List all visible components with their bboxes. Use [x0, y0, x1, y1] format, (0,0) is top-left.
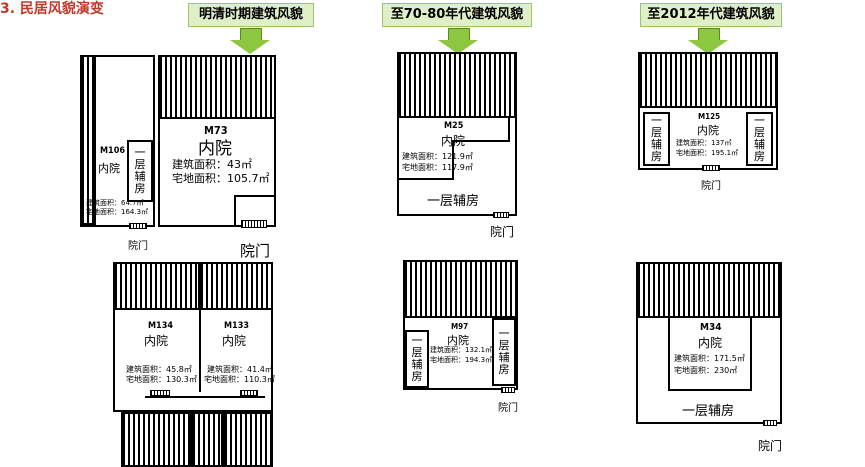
m97-gate-label: 院门: [498, 403, 518, 414]
m73-land-area: 宅地面积：105.7㎡: [172, 172, 270, 185]
lower-roof-1: [121, 412, 191, 467]
m133-land-area: 宅地面积：110.3㎡: [204, 375, 275, 384]
m73-wing-wall: [234, 195, 274, 197]
m106-side-room-label: 一层辅房: [134, 146, 146, 195]
m106-gate-icon: [129, 223, 147, 229]
down-arrow-icon: [688, 28, 728, 54]
m34-courtyard-wall: [750, 318, 752, 391]
m25-gate-label: 院门: [490, 225, 515, 239]
m34-gate-label: 院门: [758, 439, 783, 453]
m34-roof: [636, 262, 782, 318]
m134-floor-area: 建筑面积：45.8㎡: [126, 365, 192, 374]
m106-floor-area: 建筑面积：64.7㎡: [86, 199, 144, 207]
m125-code: M125: [698, 112, 721, 121]
lower-roof-3: [223, 412, 273, 467]
m134-code: M134: [148, 321, 173, 331]
m125-gate-label: 院门: [701, 181, 721, 192]
m134-m133-lane: [145, 396, 265, 398]
lower-roof-2: [191, 412, 223, 467]
m34-gate-icon: [763, 420, 777, 426]
m73-yard-label: 内院: [198, 139, 232, 159]
m34-code: M34: [700, 322, 722, 333]
m97-left-side-room: 一层辅房: [405, 330, 429, 388]
m25-code: M25: [444, 121, 464, 131]
m73-gate-label: 院门: [240, 242, 271, 260]
m25-floor-area: 建筑面积：121.9㎡: [402, 152, 473, 161]
m97-right-side-room: 一层辅房: [492, 318, 516, 386]
m73-floor-area: 建筑面积：43㎡: [172, 158, 252, 171]
m134-land-area: 宅地面积：130.3㎡: [126, 375, 197, 384]
m25-land-area: 宅地面积：117.9㎡: [402, 163, 473, 172]
m125-right-side-room-label: 一层辅房: [754, 114, 765, 163]
m34-side-room-label: 一层辅房: [682, 404, 735, 419]
m73-code: M73: [204, 124, 228, 137]
m106-roof: [80, 55, 96, 225]
m25-yard-label: 内院: [441, 134, 466, 148]
m97-land-area: 宅地面积：194.3㎡: [430, 356, 493, 364]
m125-left-side-room-label: 一层辅房: [651, 114, 662, 163]
m34-courtyard-wall: [668, 389, 752, 391]
m73-gate-icon: [241, 220, 267, 228]
m106-code: M106: [100, 146, 125, 156]
m106-yard-label: 内院: [98, 162, 120, 175]
m133-floor-area: 建筑面积：41.4㎡: [207, 365, 273, 374]
m73-wing-wall: [234, 195, 236, 225]
section-title: 3. 民居风貌演变: [0, 1, 104, 17]
m106-gate-label: 院门: [128, 241, 148, 252]
m97-left-side-room-label: 一层辅房: [411, 334, 423, 383]
m125-left-side-room: 一层辅房: [643, 112, 670, 166]
m97-gate-icon: [501, 387, 515, 393]
m125-floor-area: 建筑面积：137㎡: [676, 139, 732, 147]
m25-gate-icon: [493, 212, 509, 218]
m134-gate-icon: [150, 390, 170, 396]
m133-roof: [199, 262, 273, 310]
m97-floor-area: 建筑面积：132.1㎡: [430, 346, 493, 354]
m25-roof: [397, 52, 517, 118]
m97-code: M97: [451, 322, 469, 331]
m133-yard-label: 内院: [222, 334, 247, 348]
down-arrow-icon: [438, 28, 478, 54]
m34-land-area: 宅地面积：230㎡: [674, 366, 738, 375]
m25-side-room-wall: [508, 118, 510, 142]
m97-roof: [403, 260, 518, 318]
m134-roof: [113, 262, 200, 310]
m106-side-room: 一层辅房: [127, 140, 153, 202]
m133-gate-icon: [240, 390, 258, 396]
m125-right-side-room: 一层辅房: [746, 112, 773, 166]
m25-side-room-label: 一层辅房: [427, 194, 480, 209]
m34-courtyard-wall: [668, 318, 670, 390]
m97-yard-label: 内院: [447, 334, 469, 347]
m25-side-room-wall: [452, 140, 510, 142]
m125-roof: [638, 52, 778, 108]
down-arrow-icon: [230, 28, 270, 54]
m97-right-side-room-label: 一层辅房: [498, 327, 510, 376]
m134-m133-party-wall: [199, 262, 201, 392]
m125-land-area: 宅地面积：195.1㎡: [676, 149, 739, 157]
era-label-1970s-80s: 至70-80年代建筑风貌: [382, 3, 532, 27]
era-label-ming-qing: 明清时期建筑风貌: [188, 3, 314, 27]
m125-gate-icon: [702, 165, 720, 171]
m34-floor-area: 建筑面积：171.5㎡: [674, 354, 745, 363]
m106-land-area: 宅地面积：164.3㎡: [86, 208, 149, 216]
m134-yard-label: 内院: [144, 334, 169, 348]
m125-yard-label: 内院: [697, 124, 719, 137]
m25-side-room-wall: [397, 178, 452, 180]
m34-yard-label: 内院: [698, 336, 723, 350]
m73-roof: [158, 55, 276, 119]
m133-code: M133: [224, 321, 249, 331]
m25-side-room-wall: [452, 140, 454, 180]
era-label-2012: 至2012年代建筑风貌: [640, 3, 782, 27]
